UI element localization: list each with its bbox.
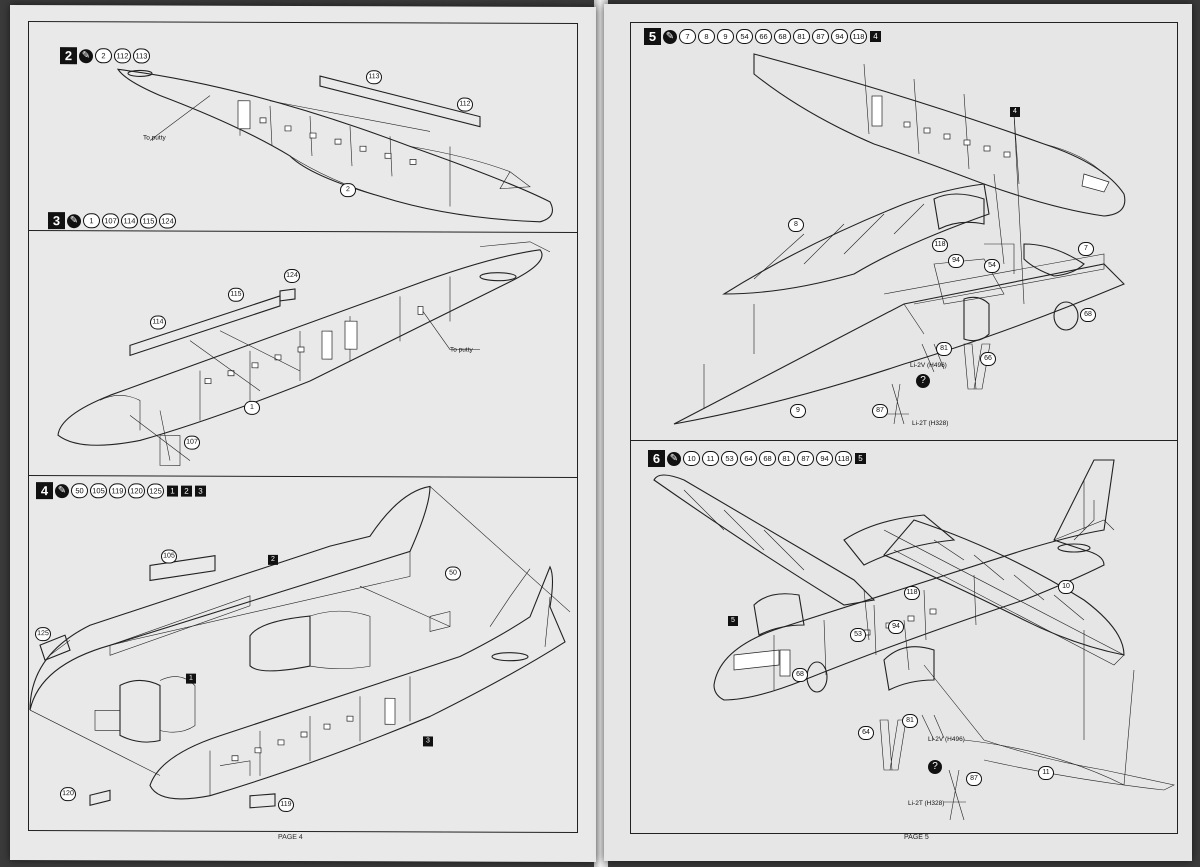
question-choice-icon: ? (916, 374, 930, 388)
variant-label: Li-2T (H328) (908, 800, 945, 807)
part-ref: 115 (140, 213, 157, 229)
callout: 94 (948, 254, 964, 268)
sub-assembly-ref: 5 (855, 453, 866, 464)
step-number: 5 (644, 28, 661, 45)
part-ref: 81 (778, 451, 795, 466)
callout: 120 (60, 787, 76, 802)
callout: 112 (457, 97, 473, 112)
step-number: 3 (48, 212, 65, 230)
callout: 54 (984, 259, 1000, 273)
glue-tube-icon: ✎ (667, 451, 681, 466)
sub-assembly-callout: 5 (728, 616, 738, 626)
callout: 50 (445, 566, 461, 581)
callout: 118 (904, 586, 920, 600)
sub-assembly-callout: 1 (186, 673, 196, 684)
callout: 81 (902, 714, 918, 728)
part-ref: 53 (721, 451, 738, 466)
part-ref: 1 (83, 213, 100, 229)
putty-note: To putty (450, 346, 473, 354)
callout: 105 (161, 549, 177, 564)
glue-tube-icon: ✎ (663, 29, 677, 44)
step-5-wing-assembly-drawing (673, 53, 1126, 425)
callout: 87 (872, 404, 888, 418)
left-page: 2 ✎ 2 112 113 113 112 2 To putty 3 ✎ 1 1… (10, 4, 596, 863)
callout: 1 (244, 400, 260, 415)
question-choice-icon: ? (928, 760, 942, 774)
part-ref: 114 (121, 213, 138, 229)
callout: 68 (792, 668, 808, 682)
callout: 94 (888, 620, 904, 634)
callout: 113 (366, 70, 382, 85)
step-number: 6 (648, 450, 665, 467)
callout: 7 (1078, 242, 1094, 256)
callout: 118 (932, 238, 948, 252)
callout: 81 (936, 342, 952, 356)
part-ref: 68 (774, 29, 791, 44)
sub-assembly-ref: 4 (870, 31, 881, 42)
right-page-frame (630, 22, 1178, 834)
step-4-assembly-drawing (29, 485, 571, 809)
step-6-wing-fuselage-drawing (653, 459, 1175, 821)
variant-label: Li-2V (H496) (910, 362, 947, 369)
part-ref: 11 (702, 451, 719, 466)
part-ref: 10 (683, 451, 700, 466)
part-ref: 87 (797, 451, 814, 466)
step-6-header: 6 ✎ 10 11 53 64 68 81 87 94 118 5 (648, 450, 866, 467)
part-ref: 87 (812, 29, 829, 44)
callout: 107 (184, 435, 200, 450)
page-number: PAGE 5 (904, 834, 929, 841)
sub-assembly-callout: 4 (1010, 107, 1020, 117)
callout: 11 (1038, 766, 1054, 780)
callout: 68 (1080, 308, 1096, 322)
callout: 53 (850, 628, 866, 642)
step-3-fuselage-drawing (57, 241, 551, 466)
part-ref: 64 (740, 451, 757, 466)
callout: 119 (278, 797, 294, 812)
callout: 125 (35, 627, 51, 642)
part-ref: 118 (850, 29, 867, 44)
part-ref: 68 (759, 451, 776, 466)
callout: 8 (788, 218, 804, 232)
callout: 115 (228, 287, 244, 302)
part-ref: 81 (793, 29, 810, 44)
callout: 66 (980, 352, 996, 366)
part-ref: 94 (816, 451, 833, 466)
variant-label: Li-2T (H328) (912, 420, 949, 427)
glue-tube-icon: ✎ (67, 213, 81, 228)
part-ref: 66 (755, 29, 772, 44)
step-2-fuselage-drawing (116, 68, 553, 223)
callout: 9 (790, 404, 806, 418)
part-ref: 118 (835, 451, 852, 466)
sub-assembly-callout: 3 (423, 736, 433, 747)
part-ref: 8 (698, 29, 715, 44)
callout: 10 (1058, 580, 1074, 594)
callout: 87 (966, 772, 982, 786)
callout: 114 (150, 315, 166, 330)
sub-assembly-callout: 2 (268, 554, 278, 565)
part-ref: 54 (736, 29, 753, 44)
callout: 124 (284, 268, 300, 283)
putty-note: To putty (143, 134, 166, 142)
part-ref: 7 (679, 29, 696, 44)
callout: 64 (858, 726, 874, 740)
part-ref: 124 (159, 213, 176, 229)
callout: 2 (340, 183, 356, 198)
page-number: PAGE 4 (278, 833, 303, 841)
step-divider (630, 440, 1178, 441)
part-ref: 9 (717, 29, 734, 44)
step-3-header: 3 ✎ 1 107 114 115 124 (48, 212, 176, 230)
step-5-header: 5 ✎ 7 8 9 54 66 68 81 87 94 118 4 (644, 28, 881, 45)
variant-label: Li-2V (H496) (928, 736, 965, 743)
part-ref: 94 (831, 29, 848, 44)
part-ref: 107 (102, 213, 119, 229)
right-page: 5 ✎ 7 8 9 54 66 68 81 87 94 118 4 (604, 4, 1192, 861)
